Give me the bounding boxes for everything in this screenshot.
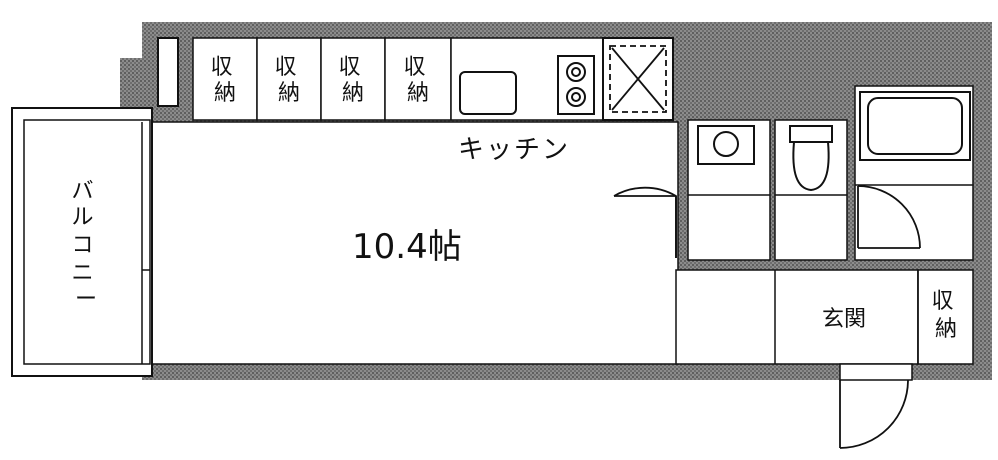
washroom-door-icon (613, 186, 677, 258)
bath-door-icon (857, 185, 921, 249)
fridge-placeholder-icon (609, 45, 667, 113)
doors (613, 185, 921, 449)
balcony-label: バ ル コ ニ ー (71, 179, 100, 312)
sink-icon (459, 71, 517, 115)
storage-label-2: 収 納 (274, 55, 303, 106)
entrance-door-icon (839, 363, 913, 449)
main-room-floor (149, 121, 679, 365)
storage-label-3: 収 納 (338, 55, 367, 106)
storage-label-4: 収 納 (403, 55, 432, 106)
washbasin-icon (697, 125, 755, 165)
toilet-icon (789, 125, 833, 192)
entrance-storage-label: 収 納 (931, 289, 960, 342)
partition-lines (688, 184, 973, 364)
stove-icon (557, 55, 595, 115)
bathtub-icon (859, 91, 971, 161)
storage-label-1: 収 納 (210, 55, 239, 106)
entrance-hall-floor (675, 269, 919, 365)
balcony (11, 107, 153, 377)
room-size-label: 10.4帖 (352, 227, 462, 267)
entrance-storage-floor (917, 269, 974, 365)
genkan-label: 玄関 (822, 307, 866, 332)
kitchen-label: キッチン (458, 135, 570, 165)
